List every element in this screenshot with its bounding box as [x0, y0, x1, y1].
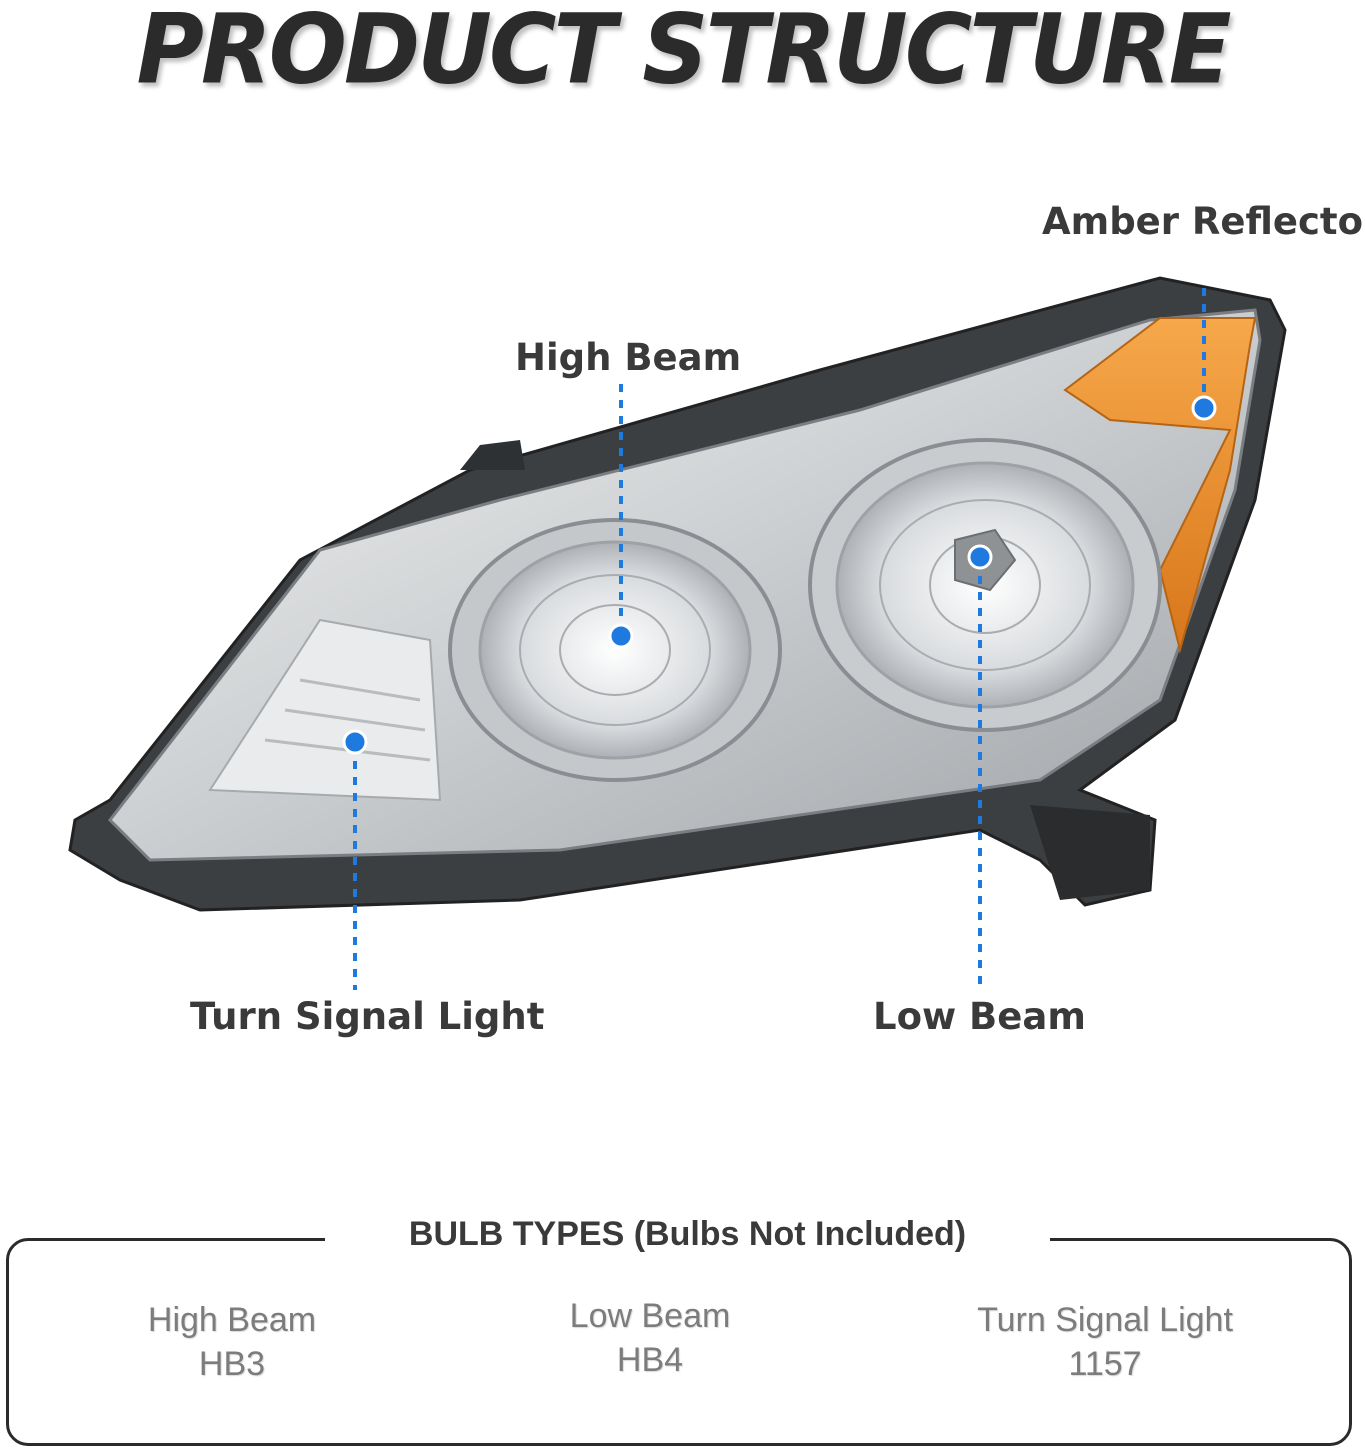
- bulb-item-type: HB3: [198, 1345, 266, 1383]
- bulb-item-high-beam: High Beam HB3: [82, 1298, 382, 1386]
- low-beam-marker: [967, 544, 993, 570]
- bulb-types-heading: BULB TYPES (Bulbs Not Included): [408, 1215, 967, 1253]
- amber-reflector-marker: [1191, 395, 1217, 421]
- bulb-item-type: HB4: [616, 1341, 684, 1379]
- turn-signal-label: Turn Signal Light: [190, 995, 545, 1038]
- bulb-item-name: Low Beam: [569, 1297, 731, 1335]
- high-beam-label: High Beam: [515, 336, 742, 379]
- page-title: PRODUCT STRUCTURE: [136, 0, 1231, 106]
- mount-clip: [1030, 805, 1150, 900]
- bulb-item-type: 1157: [1068, 1345, 1142, 1383]
- amber-reflector-label: Amber Reflector: [1042, 200, 1365, 243]
- bulb-types-heading-mask: [325, 1222, 1050, 1258]
- bulb-item-name: Turn Signal Light: [977, 1301, 1233, 1339]
- turn-signal-marker: [342, 729, 368, 755]
- headlight-illustration: [68, 276, 1287, 990]
- mount-clip: [460, 440, 525, 470]
- low-beam-label: Low Beam: [873, 995, 1086, 1038]
- bulb-item-turn-signal: Turn Signal Light 1157: [925, 1298, 1285, 1386]
- bulb-item-name: High Beam: [147, 1301, 317, 1339]
- high-beam-marker: [608, 623, 634, 649]
- bulb-item-low-beam: Low Beam HB4: [500, 1294, 800, 1382]
